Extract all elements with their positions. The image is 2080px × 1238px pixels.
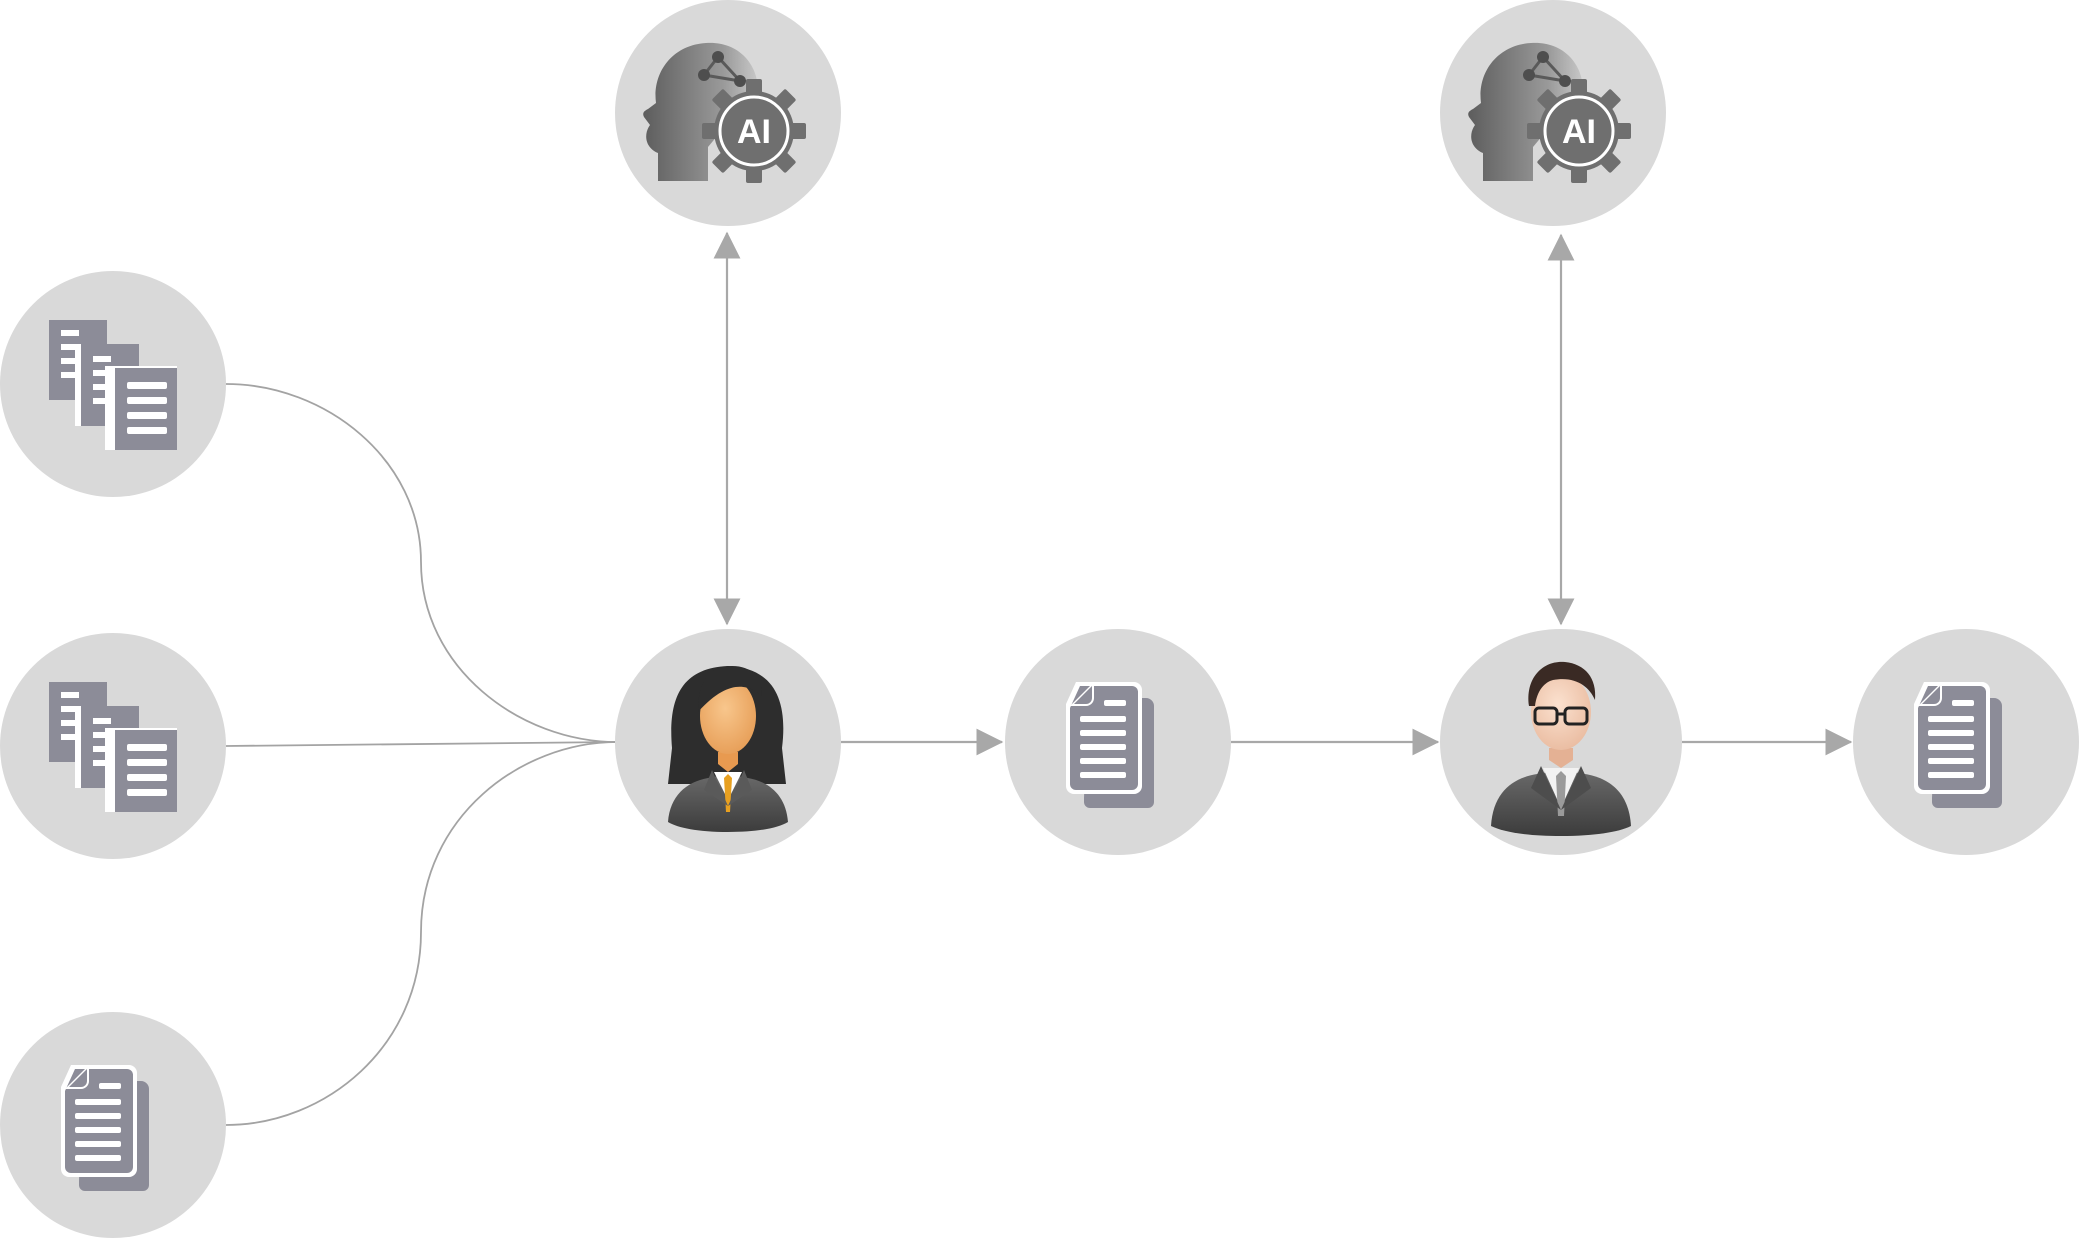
documents-icon	[61, 1065, 149, 1191]
documents-icon	[1066, 682, 1154, 808]
edge-source-2-person-1	[225, 741, 618, 747]
node-person-1	[615, 629, 841, 855]
ai-label: AI	[737, 113, 771, 151]
node-source-1	[0, 271, 226, 497]
businesswoman-icon	[668, 666, 788, 832]
node-person-2	[1440, 629, 1682, 855]
node-source-2	[0, 633, 226, 859]
node-document-1	[1005, 629, 1231, 855]
edge-source-1-person-1	[225, 383, 618, 743]
ai-label: AI	[1562, 113, 1596, 151]
node-ai-2: AI	[1440, 0, 1666, 226]
documents-icon	[1914, 682, 2002, 808]
node-document-2	[1853, 629, 2079, 855]
node-source-3	[0, 1012, 226, 1238]
edge-source-3-person-1	[225, 741, 618, 1126]
node-ai-1: AI	[615, 0, 841, 226]
